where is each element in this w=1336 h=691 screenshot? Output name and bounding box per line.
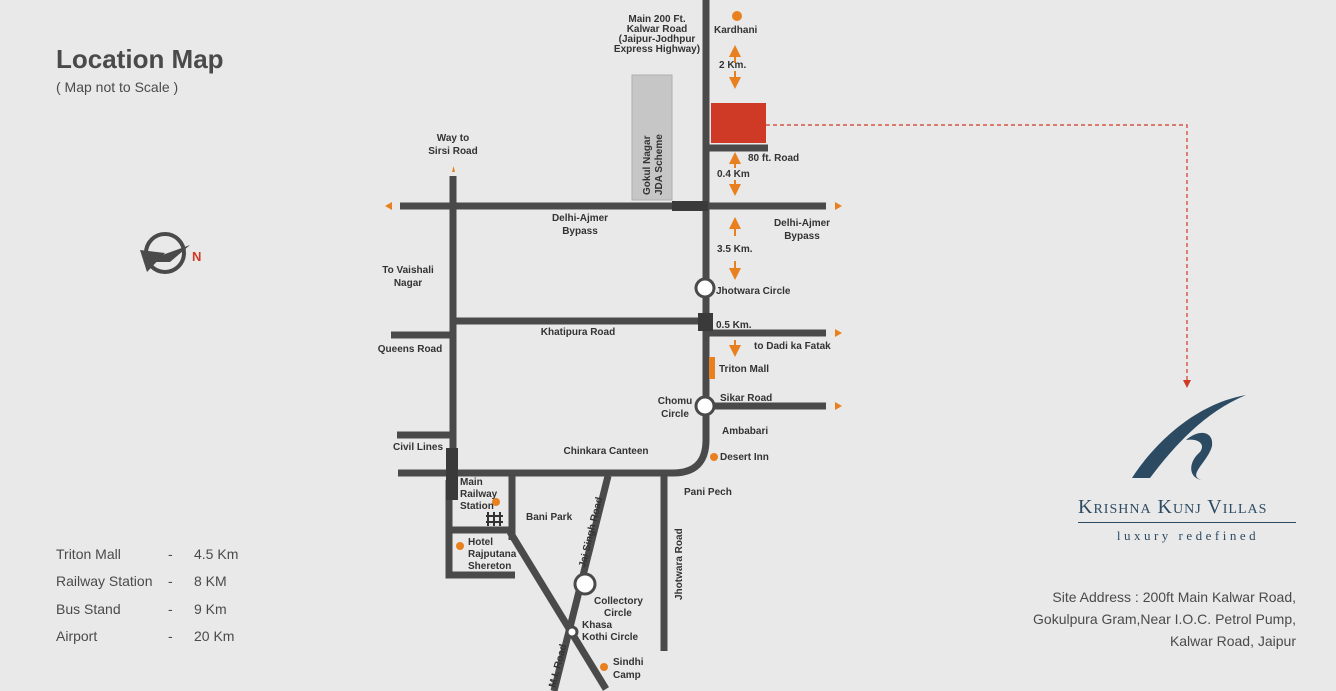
label-bypass-w-1: Delhi-Ajmer — [552, 213, 608, 224]
page-title: Location Map — [56, 44, 224, 74]
label-desert-inn: Desert Inn — [720, 452, 769, 463]
label-05km: 0.5 Km. — [716, 320, 752, 331]
label-04km: 0.4 Km — [717, 169, 750, 180]
label-civil-lines: Civil Lines — [393, 442, 443, 453]
distance-row: Bus Stand - 9 Km — [56, 595, 238, 623]
label-ambabari: Ambabari — [722, 426, 768, 437]
label-khasa-1: Khasa — [582, 620, 612, 631]
label-vaishali-2: Nagar — [394, 278, 422, 289]
label-main-road-3: (Jaipur-Jodhpur — [619, 34, 696, 45]
site-address: Site Address : 200ft Main Kalwar Road, G… — [1033, 586, 1296, 652]
label-35km: 3.5 Km. — [717, 244, 753, 255]
distance-value: 9 Km — [194, 600, 227, 617]
distance-name: Triton Mall — [56, 545, 121, 562]
distance-separator: - — [168, 545, 173, 562]
distance-separator: - — [168, 628, 173, 645]
distance-separator: - — [168, 600, 173, 617]
label-jai-singh-road: Jai Singh Road — [577, 496, 605, 569]
label-khatipura-road: Khatipura Road — [541, 327, 615, 338]
label-station-3: Station — [460, 501, 494, 512]
station-loop — [445, 480, 515, 579]
chomu-circle-marker — [694, 395, 716, 417]
brand-block: Krishna Kunj Villas luxury redefined — [1078, 496, 1298, 544]
brand-logo-icon — [1132, 395, 1246, 480]
label-jhotwara-road: Jhotwara Road — [674, 528, 685, 600]
collectory-circle-marker — [573, 572, 597, 596]
kardhani-dot — [732, 11, 742, 21]
project-site-marker — [711, 103, 766, 143]
label-sikar-road: Sikar Road — [720, 393, 772, 404]
label-hotel-3: Shereton — [468, 561, 511, 572]
brand-name: Krishna Kunj Villas — [1078, 496, 1268, 518]
label-80ft-road: 80 ft. Road — [748, 153, 799, 164]
label-hotel-2: Rajputana — [468, 549, 517, 560]
page-subtitle: ( Map not to Scale ) — [56, 79, 179, 95]
label-queens-road: Queens Road — [378, 344, 442, 355]
label-bypass-w-2: Bypass — [562, 226, 598, 237]
label-dadi-ka-fatak: to Dadi ka Fatak — [754, 341, 831, 352]
address-line-2: Gokulpura Gram,Near I.O.C. Petrol Pump, — [1033, 611, 1296, 627]
label-main-road-4: Express Highway) — [614, 44, 700, 55]
brand-tagline: luxury redefined — [1116, 528, 1260, 543]
label-triton-mall: Triton Mall — [719, 364, 769, 375]
label-chomu-2: Circle — [661, 409, 689, 420]
label-kardhani: Kardhani — [714, 25, 758, 36]
triton-mall-marker — [709, 357, 715, 379]
label-main-road-1: Main 200 Ft. — [628, 14, 685, 25]
label-bypass-e-2: Bypass — [784, 231, 820, 242]
chinkara-road — [398, 439, 710, 477]
khasa-kothi-circle-marker — [565, 625, 579, 639]
label-chomu-1: Chomu — [658, 396, 692, 407]
brand-divider — [1078, 522, 1296, 523]
compass-icon — [140, 232, 190, 274]
distance-table: Triton Mall - 4.5 Km Railway Station - 8… — [56, 540, 238, 650]
label-station-2: Railway — [460, 489, 498, 500]
address-line-1: Site Address : 200ft Main Kalwar Road, — [1052, 589, 1296, 605]
distance-separator: - — [168, 573, 173, 590]
mi-road-upper — [507, 530, 609, 691]
label-2km: 2 Km. — [719, 60, 746, 71]
label-gokul-2: JDA Scheme — [654, 134, 665, 195]
label-pani-pech: Pani Pech — [684, 487, 732, 498]
label-hotel-1: Hotel — [468, 537, 493, 548]
label-main-road-2: Kalwar Road — [627, 24, 688, 35]
distance-name: Bus Stand — [56, 600, 121, 617]
distance-row: Airport - 20 Km — [56, 623, 238, 651]
label-sindhi-2: Camp — [613, 670, 641, 681]
distance-row: Triton Mall - 4.5 Km — [56, 540, 238, 568]
label-collectory-1: Collectory — [594, 596, 643, 607]
railway-icon — [486, 512, 503, 526]
label-bani-park: Bani Park — [526, 512, 573, 523]
label-khasa-2: Kothi Circle — [582, 632, 639, 643]
address-line-3: Kalwar Road, Jaipur — [1169, 633, 1296, 649]
distance-name: Airport — [56, 628, 98, 645]
gokul-nagar-block — [631, 74, 673, 201]
distance-arrows — [385, 45, 842, 410]
compass-label: N — [192, 249, 201, 264]
label-chinkara-canteen: Chinkara Canteen — [563, 446, 648, 457]
label-bypass-e-1: Delhi-Ajmer — [774, 218, 830, 229]
label-station-1: Main — [460, 477, 483, 488]
label-jhotwara-circle: Jhotwara Circle — [716, 286, 791, 297]
distance-value: 20 Km — [194, 628, 235, 645]
label-vaishali-1: To Vaishali — [382, 265, 434, 276]
distance-value: 8 KM — [194, 573, 227, 590]
distance-name: Railway Station — [56, 573, 153, 590]
distance-row: Railway Station - 8 KM — [56, 568, 238, 596]
jhotwara-circle-marker — [694, 277, 716, 299]
label-gokul-1: Gokul Nagar — [642, 135, 653, 195]
label-way-sirsi-2: Sirsi Road — [428, 146, 477, 157]
label-mi-road: M.I. Road — [547, 643, 569, 689]
distance-value: 4.5 Km — [194, 545, 239, 562]
label-collectory-2: Circle — [604, 608, 632, 619]
label-sindhi-1: Sindhi — [613, 657, 644, 668]
label-way-sirsi-1: Way to — [437, 133, 469, 144]
